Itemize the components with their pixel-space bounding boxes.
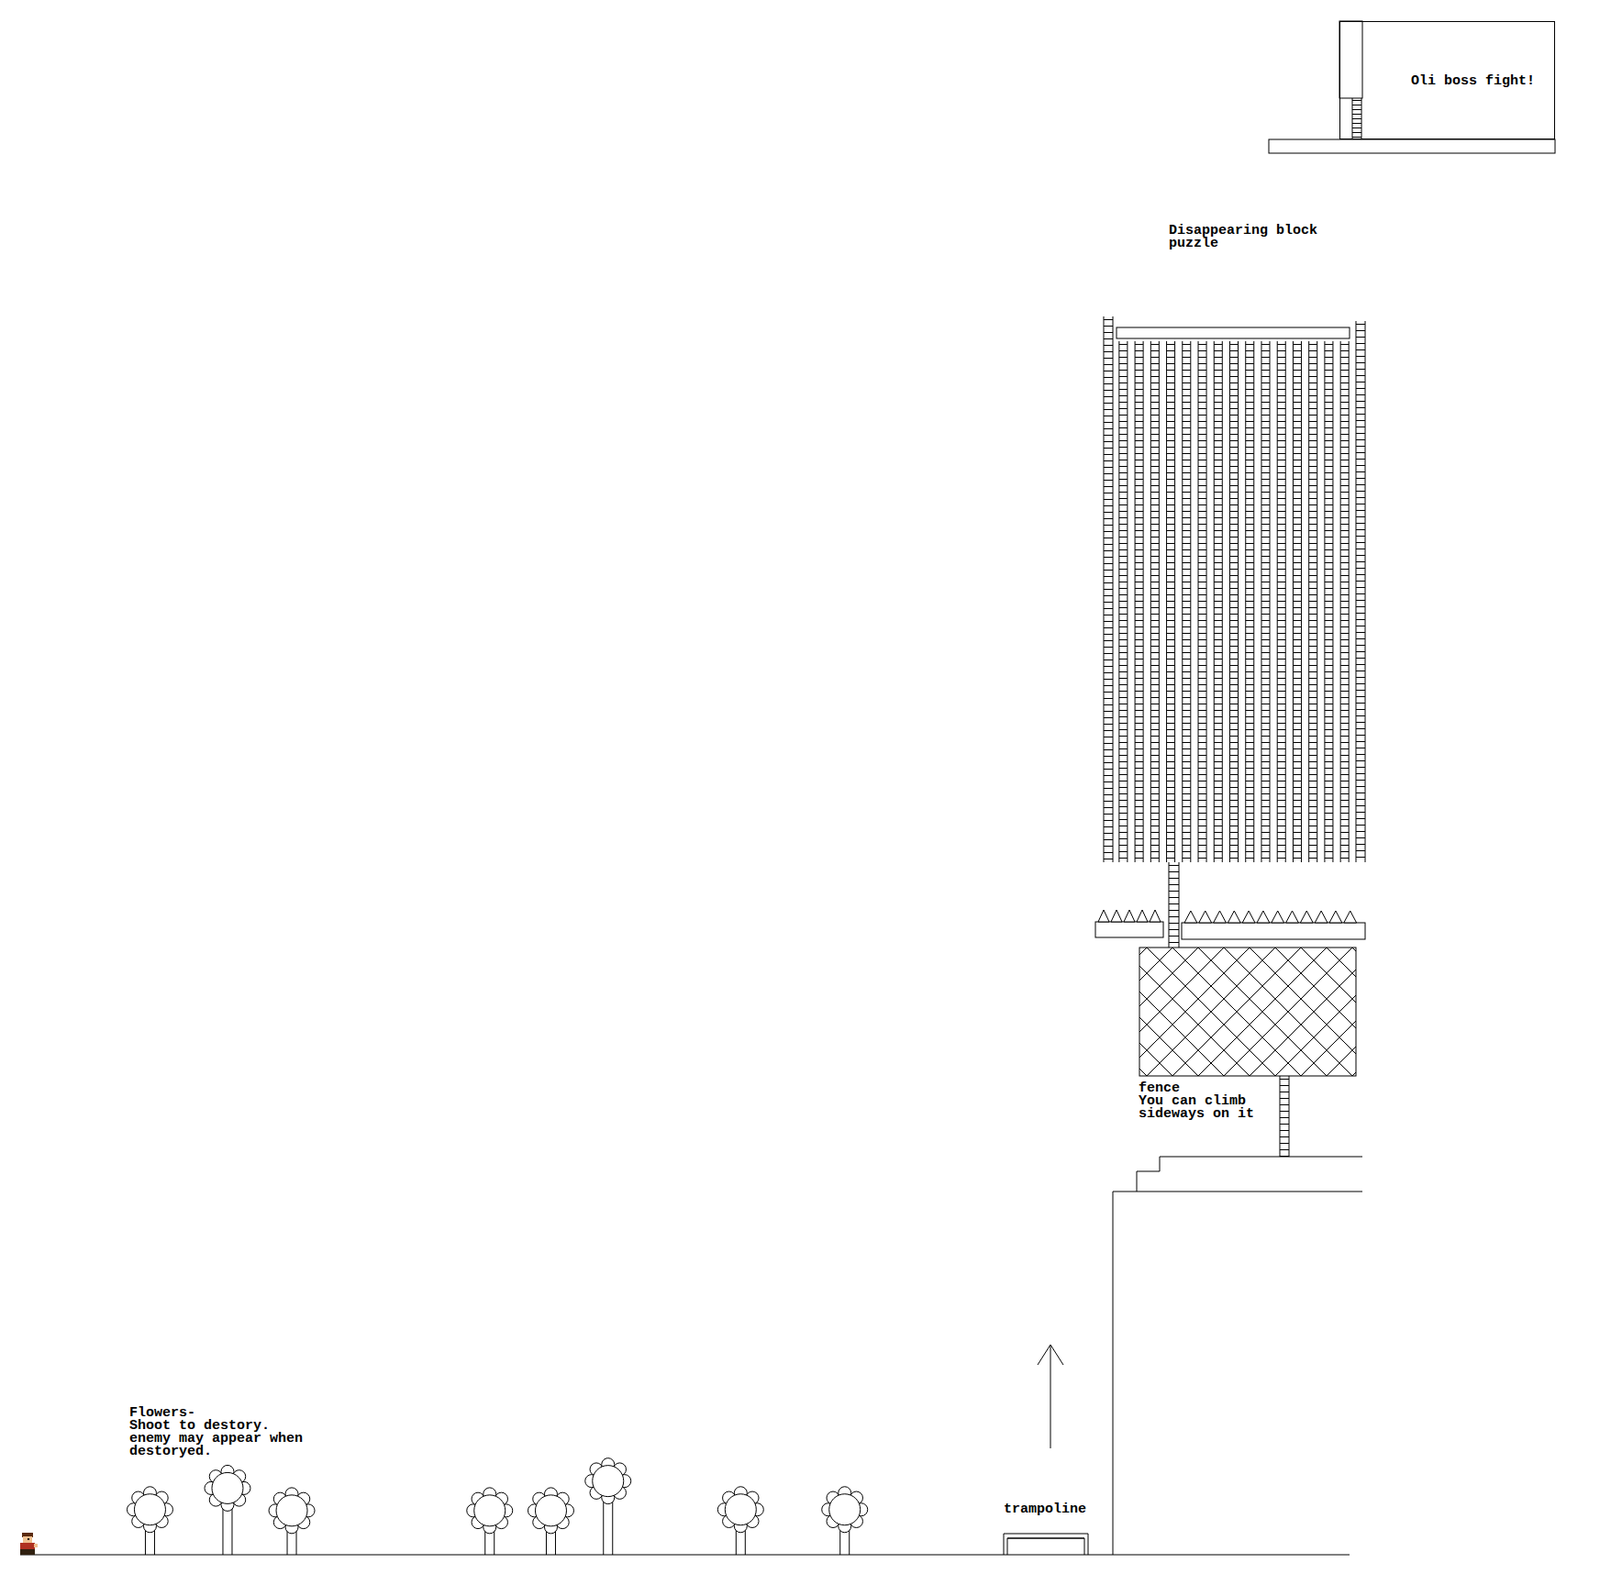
area-note: Disappearing block puzzle <box>1168 224 1318 251</box>
fence-wire <box>1139 947 1199 1077</box>
fence-note: fence You can climb sideways on it <box>1138 1082 1255 1122</box>
ladder <box>1340 341 1349 863</box>
ladder <box>1355 321 1366 863</box>
fence-wire <box>1198 947 1327 1077</box>
boss-door <box>1339 21 1363 99</box>
sprite-arm <box>33 1544 38 1548</box>
ladder <box>1103 316 1113 863</box>
fence-wire <box>1198 947 1327 1077</box>
fence-wire <box>1139 947 1250 1077</box>
boss-floor <box>1268 139 1556 154</box>
ladder <box>1324 341 1334 863</box>
spike-platform <box>1181 922 1366 940</box>
fence-mesh <box>1139 947 1356 1077</box>
fence-wire <box>1300 947 1356 1077</box>
flower <box>822 1487 868 1556</box>
fence-wire <box>1352 947 1356 1077</box>
player-sprite <box>20 1533 38 1556</box>
ladder <box>1261 341 1270 863</box>
fence-wire <box>1139 947 1173 1077</box>
trampoline <box>1003 1533 1089 1556</box>
fence-wire <box>1300 947 1356 1077</box>
flower-head <box>276 1495 308 1527</box>
flower <box>466 1488 513 1556</box>
flower-head <box>724 1494 756 1526</box>
ladder <box>1166 341 1176 863</box>
fence-frame <box>1139 947 1356 1077</box>
fence-wire <box>1139 947 1173 1077</box>
flower-head <box>592 1466 624 1498</box>
fence-wire <box>1146 947 1276 1077</box>
fence-wire <box>1223 947 1353 1077</box>
ladder <box>1198 341 1207 863</box>
fence-wire <box>1352 947 1356 1077</box>
flower-head <box>829 1494 861 1526</box>
ladder <box>1279 1076 1289 1157</box>
ground-line <box>20 1555 1350 1556</box>
fence-wire <box>1275 947 1356 1077</box>
room-title: Oli boss fight! <box>1411 75 1535 89</box>
fence-wire <box>1139 947 1199 1077</box>
ladder <box>1245 341 1255 863</box>
flower <box>204 1465 251 1556</box>
ladder <box>1134 341 1144 863</box>
ladder <box>1150 341 1159 863</box>
fence-wire <box>1326 947 1356 1077</box>
spikes <box>1098 910 1161 923</box>
fence-wire <box>1275 947 1356 1077</box>
ladder <box>1230 341 1239 863</box>
sprite-face <box>22 1536 33 1544</box>
flower-head <box>133 1494 166 1526</box>
ladder <box>1292 341 1301 863</box>
flower <box>527 1488 574 1556</box>
ladder <box>1182 341 1191 863</box>
cliff-wall <box>1112 1156 1363 1556</box>
sprite-body <box>20 1543 35 1550</box>
flower-note: Flowers- Shoot to destory. enemy may app… <box>129 1407 303 1459</box>
top-bar <box>1116 327 1350 339</box>
ladder <box>1277 341 1286 863</box>
spikes <box>1184 911 1357 923</box>
sprite-legs <box>20 1549 35 1556</box>
flower-head <box>534 1495 567 1527</box>
spike-platform <box>1095 922 1164 938</box>
up-arrow <box>1037 1344 1064 1449</box>
ladder <box>1168 862 1179 948</box>
ladder <box>1119 341 1128 863</box>
fence-wire <box>1146 947 1276 1077</box>
flower-head <box>211 1472 244 1504</box>
ladder <box>1352 98 1362 140</box>
trampoline-label: trampoline <box>1003 1503 1087 1517</box>
fence-wire <box>1223 947 1353 1077</box>
ladder <box>1213 341 1223 863</box>
fence-wire <box>1172 947 1301 1077</box>
fence-wire <box>1326 947 1356 1077</box>
fence-wire <box>1172 947 1301 1077</box>
flower-head <box>474 1495 506 1527</box>
flower <box>268 1488 315 1556</box>
flower <box>717 1487 764 1556</box>
sprite-eye <box>27 1538 30 1541</box>
boss-room: Oli boss fight! <box>1339 21 1556 140</box>
ladder <box>1309 341 1318 863</box>
fence-wire <box>1139 947 1250 1077</box>
flower <box>126 1487 173 1556</box>
flower <box>585 1458 632 1556</box>
